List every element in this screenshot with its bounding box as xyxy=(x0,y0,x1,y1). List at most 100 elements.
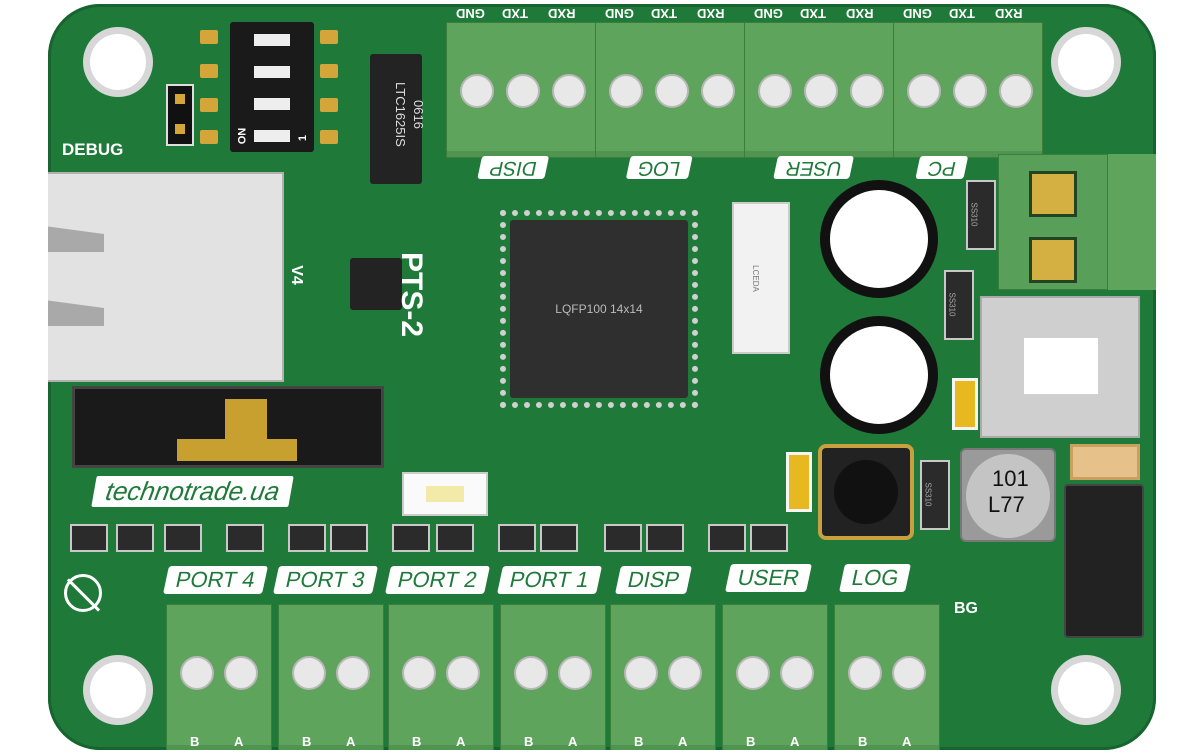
terminal-screw-bottom[interactable] xyxy=(558,656,592,690)
bg-label: BG xyxy=(954,600,978,617)
terminal-screw-top[interactable] xyxy=(552,74,586,108)
terminal-screw-bottom[interactable] xyxy=(180,656,214,690)
top-pin-label: RXD xyxy=(548,6,576,21)
version-label: V4 xyxy=(287,265,305,285)
bottom-pin-label: B xyxy=(302,734,312,749)
terminal-screw-bottom[interactable] xyxy=(224,656,258,690)
diode-2: SS310 xyxy=(944,270,974,340)
pcb-board: ON 1 DEBUG 0616 LTC1625IS DISP LOG USER … xyxy=(48,4,1156,750)
top-label-disp: DISP xyxy=(477,156,550,179)
mounting-hole-bottom-right xyxy=(1058,662,1114,718)
top-pin-label: GND xyxy=(754,6,783,21)
smd-transistor xyxy=(392,524,430,552)
pb-free-icon xyxy=(64,574,102,612)
bottom-pin-label: B xyxy=(858,734,868,749)
ethernet-jack[interactable] xyxy=(48,172,284,382)
smd-transistor xyxy=(288,524,326,552)
port-label-port2: PORT 2 xyxy=(385,566,490,594)
diode-2-label: SS310 xyxy=(947,292,957,317)
terminal-screw-bottom[interactable] xyxy=(446,656,480,690)
power-terminal[interactable] xyxy=(998,154,1108,290)
top-pin-label: TXD xyxy=(800,6,826,21)
terminal-screw-top[interactable] xyxy=(609,74,643,108)
mounting-hole-top-right xyxy=(1058,34,1114,90)
top-pin-label: TXD xyxy=(949,6,975,21)
diode-1: SS310 xyxy=(966,180,996,250)
terminal-screw-top[interactable] xyxy=(655,74,689,108)
top-pin-label: GND xyxy=(456,6,485,21)
terminal-screw-bottom[interactable] xyxy=(892,656,926,690)
top-pin-label: GND xyxy=(605,6,634,21)
smd-inductor: 101 L77 xyxy=(960,448,1056,542)
terminal-screw-top[interactable] xyxy=(758,74,792,108)
smd-transistor xyxy=(70,524,108,552)
top-pin-label: TXD xyxy=(502,6,528,21)
terminal-screw-top[interactable] xyxy=(804,74,838,108)
battery-holder xyxy=(72,386,384,468)
port-label-log: LOG xyxy=(839,564,912,592)
terminal-screw-top[interactable] xyxy=(460,74,494,108)
mcu-label: LQFP100 14x14 xyxy=(555,302,643,316)
port-label-port3: PORT 3 xyxy=(273,566,378,594)
port-label-port1: PORT 1 xyxy=(497,566,602,594)
terminal-screw-top[interactable] xyxy=(999,74,1033,108)
diode-3-label: SS310 xyxy=(923,482,933,507)
terminal-screw-bottom[interactable] xyxy=(402,656,436,690)
terminal-screw-bottom[interactable] xyxy=(736,656,770,690)
terminal-screw-bottom[interactable] xyxy=(514,656,548,690)
bottom-pin-label: A xyxy=(902,734,912,749)
terminal-screw-bottom[interactable] xyxy=(668,656,702,690)
bottom-pin-label: B xyxy=(524,734,534,749)
smd-transistor xyxy=(436,524,474,552)
top-pin-label: RXD xyxy=(697,6,725,21)
terminal-screw-bottom[interactable] xyxy=(336,656,370,690)
bottom-pin-label: B xyxy=(746,734,756,749)
tantalum-cap-2 xyxy=(786,452,812,512)
port-label-port4: PORT 4 xyxy=(163,566,268,594)
bottom-pin-label: A xyxy=(790,734,800,749)
terminal-screw-top[interactable] xyxy=(953,74,987,108)
dip-switch[interactable]: ON 1 xyxy=(230,22,314,152)
transceiver-text-1: 0616 xyxy=(411,100,426,129)
smd-transistor xyxy=(330,524,368,552)
terminal-screw-top[interactable] xyxy=(907,74,941,108)
model-label: PTS-2 xyxy=(395,252,428,338)
smd-transistor xyxy=(708,524,746,552)
diode-3: SS310 xyxy=(920,460,950,530)
tantalum-cap-1 xyxy=(952,378,978,430)
power-inductor xyxy=(818,444,914,540)
inductor-label-1: 101 xyxy=(992,466,1029,491)
terminal-screw-bottom[interactable] xyxy=(624,656,658,690)
top-pin-label: RXD xyxy=(995,6,1023,21)
reset-button[interactable] xyxy=(402,472,488,516)
bottom-pin-label: B xyxy=(190,734,200,749)
transceiver-chip: 0616 LTC1625IS xyxy=(370,54,426,184)
mcu-chip: LQFP100 14x14 xyxy=(510,220,688,398)
dip-on-label: ON xyxy=(236,127,249,145)
smd-transistor xyxy=(646,524,684,552)
tantalum-cap-3 xyxy=(1070,444,1140,480)
header-connector[interactable]: LCEDA xyxy=(732,202,790,354)
bottom-pin-label: B xyxy=(412,734,422,749)
debug-jumper[interactable] xyxy=(166,84,194,146)
debug-label: DEBUG xyxy=(62,140,124,159)
transceiver-text-2: LTC1625IS xyxy=(393,82,408,147)
terminal-screw-bottom[interactable] xyxy=(848,656,882,690)
terminal-screw-bottom[interactable] xyxy=(780,656,814,690)
port-label-user: USER xyxy=(725,564,813,592)
terminal-screw-top[interactable] xyxy=(850,74,884,108)
top-label-log: LOG xyxy=(625,156,693,179)
terminal-screw-bottom[interactable] xyxy=(292,656,326,690)
capacitor-2 xyxy=(820,316,938,434)
capacitor-1 xyxy=(820,180,938,298)
smd-transistor xyxy=(116,524,154,552)
bottom-pin-label: A xyxy=(678,734,688,749)
mcu-outline xyxy=(500,210,698,408)
top-label-pc: PC xyxy=(915,156,969,179)
terminal-screw-top[interactable] xyxy=(701,74,735,108)
smd-transistor xyxy=(164,524,202,552)
terminal-screw-top[interactable] xyxy=(506,74,540,108)
top-pin-label: TXD xyxy=(651,6,677,21)
regulator-tab xyxy=(980,296,1140,438)
bottom-pin-label: A xyxy=(456,734,466,749)
